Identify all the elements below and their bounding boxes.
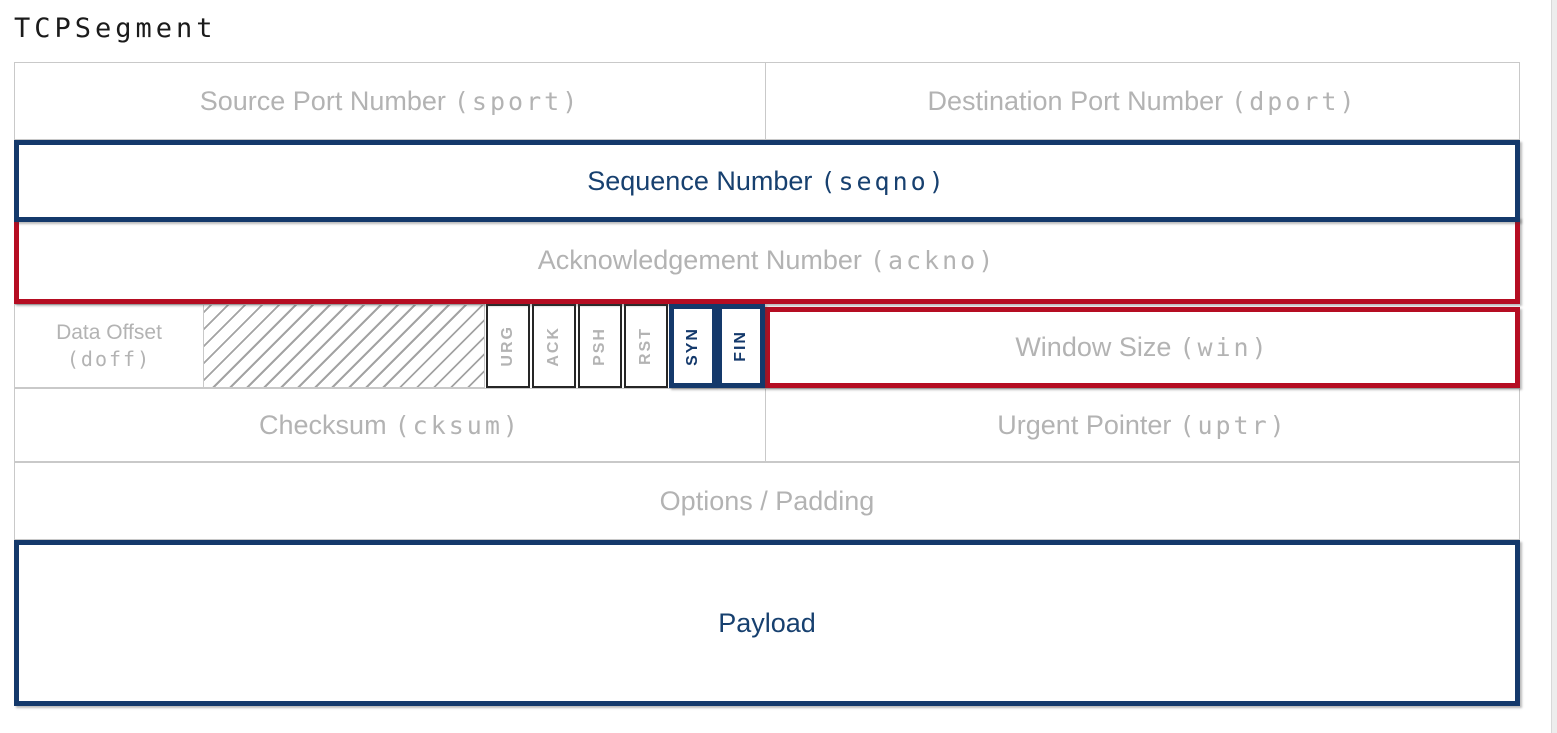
field-dest-port: Destination Port Number (dport) [766,63,1519,139]
field-label: Source Port Number [199,85,446,116]
field-label: Checksum [259,409,387,440]
field-payload: Payload [14,540,1520,706]
flag-ack: ACK [532,304,576,388]
field-label: Data Offset [56,321,162,344]
field-checksum: Checksum (cksum) [15,389,766,461]
field-code: (uptr) [1179,410,1288,440]
field-options: Options / Padding [15,463,1519,539]
field-label: Sequence Number [587,165,813,196]
field-acknowledgement: Acknowledgement Number (ackno) [14,217,1520,304]
row-options: Options / Padding [14,462,1520,540]
field-code: (dport) [1231,86,1358,116]
field-window-size: Window Size (win) [765,307,1520,388]
field-source-port: Source Port Number (sport) [15,63,766,139]
field-sequence: Sequence Number (seqno) [14,140,1520,222]
scroll-gutter [1551,0,1557,733]
field-label: Acknowledgement Number [537,245,862,275]
field-code: (ackno) [869,246,997,275]
field-code: (cksum) [394,410,521,440]
field-label: Urgent Pointer [997,409,1172,440]
row-ports: Source Port Number (sport) Destination P… [14,62,1520,140]
flag-syn: SYN [669,304,717,388]
field-label: Destination Port Number [927,85,1224,116]
flag-psh: PSH [578,304,622,388]
field-label: Window Size [1015,332,1172,362]
field-data-offset: Data Offset (doff) [14,304,204,388]
field-code: (sport) [453,86,581,116]
flag-fin: FIN [717,304,765,388]
row-checksum-urgent: Checksum (cksum) Urgent Pointer (uptr) [14,388,1520,462]
field-label: Payload [718,607,816,638]
field-code: (seqno) [820,166,947,196]
reserved-bits-hatch [203,304,485,388]
flag-urg: URG [486,304,530,388]
field-label: Options / Padding [659,485,875,516]
flag-rst: RST [624,304,668,388]
diagram-title: TCPSegment [14,12,217,44]
field-urgent-pointer: Urgent Pointer (uptr) [766,389,1519,461]
field-code: (win) [1179,333,1270,362]
field-code: (doff) [66,347,152,371]
